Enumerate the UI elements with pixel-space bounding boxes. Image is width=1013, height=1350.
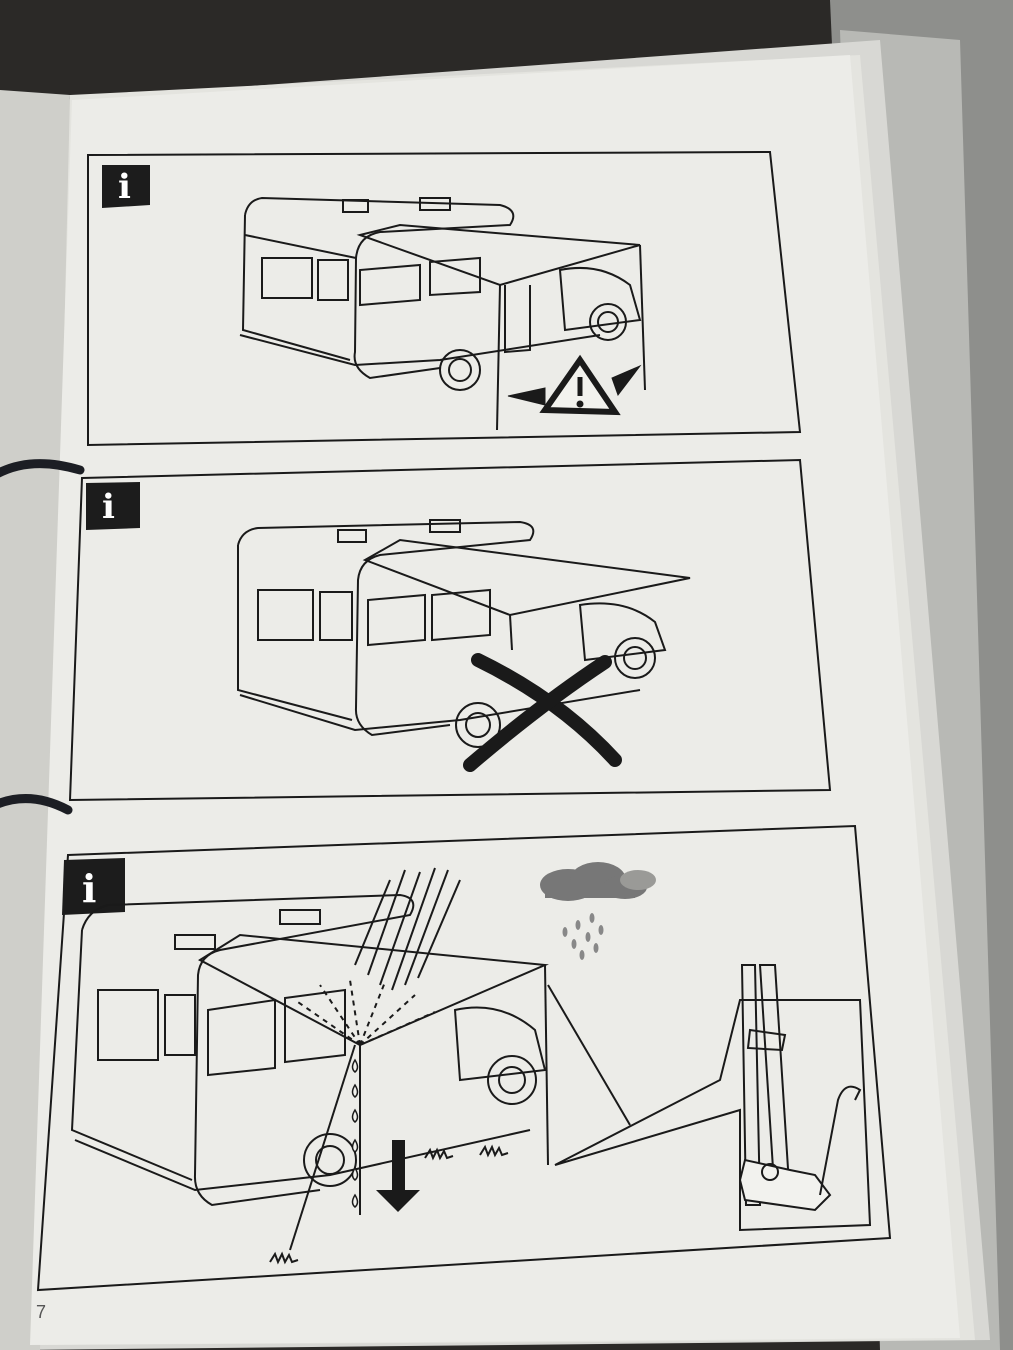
arrow-down-icon <box>376 1140 420 1212</box>
badge-2-label: i <box>102 487 115 527</box>
info-badge-1 <box>102 165 150 208</box>
badge-3-label: i <box>82 866 96 911</box>
page-number: 7 <box>36 1302 46 1322</box>
panel-3 <box>36 824 892 1292</box>
binder-ring-bottom <box>0 794 73 815</box>
badge-1-label: i <box>118 167 131 207</box>
rain-cloud-icon <box>540 862 656 901</box>
panel-2 <box>68 458 832 802</box>
panel-1 <box>87 150 802 447</box>
manual-page <box>30 55 960 1345</box>
info-badge-3 <box>62 858 125 915</box>
binder-ring-top <box>0 459 85 478</box>
info-badge-2 <box>86 482 140 530</box>
